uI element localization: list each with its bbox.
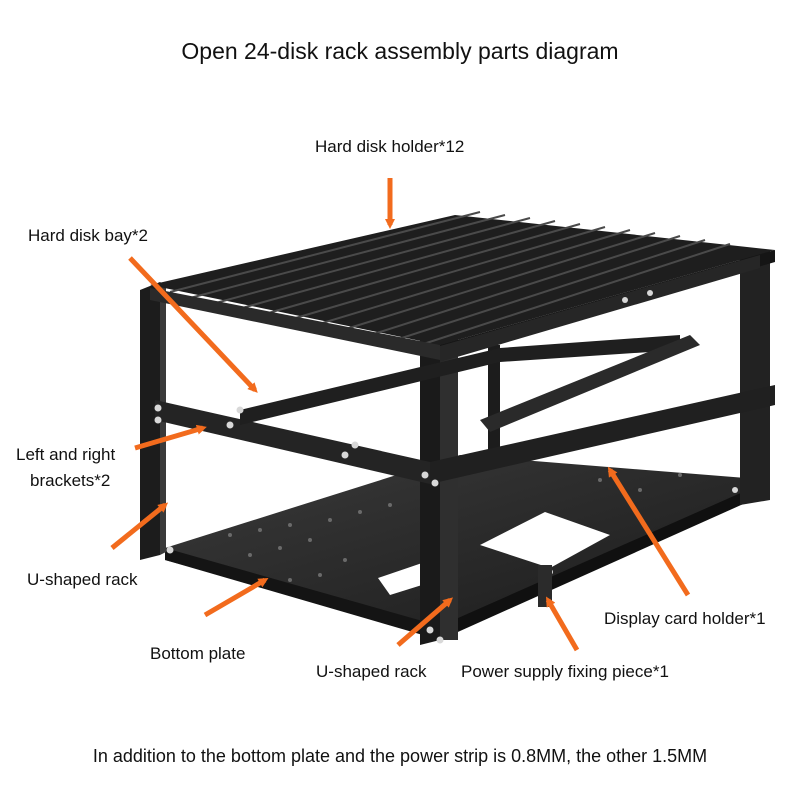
callout-arrows [110,178,691,652]
label-bottom-plate: Bottom plate [150,644,246,663]
label-u-rack-front: U-shaped rack [316,662,427,681]
middle-brackets [155,335,775,484]
label-hard-disk-bay: Hard disk bay*2 [28,226,149,245]
diagram-title: Open 24-disk rack assembly parts diagram [181,38,619,64]
bottom-plate-shape [165,455,770,640]
hard-disk-bays [150,255,760,362]
arrow-display-card [607,466,691,597]
label-psu-fixing-piece: Power supply fixing piece*1 [461,662,669,681]
arrow-brackets [134,424,207,451]
label-brackets-line1: Left and right [16,445,116,464]
psu-fixing-piece [538,565,552,607]
label-display-card-holder: Display card holder*1 [604,609,766,628]
arrow-hard-disk-bay [128,256,258,393]
label-brackets-line2: brackets*2 [30,471,111,490]
arrow-psu [545,596,580,652]
label-u-rack-left: U-shaped rack [27,570,138,589]
label-hard-disk-holder: Hard disk holder*12 [315,137,465,156]
left-u-rack [140,282,458,645]
arrow-u-rack-front [396,597,454,647]
footer-note: In addition to the bottom plate and the … [92,746,708,766]
arrow-u-rack-left [110,502,169,550]
right-frame [740,250,770,505]
arrow-bottom-plate [203,577,269,618]
